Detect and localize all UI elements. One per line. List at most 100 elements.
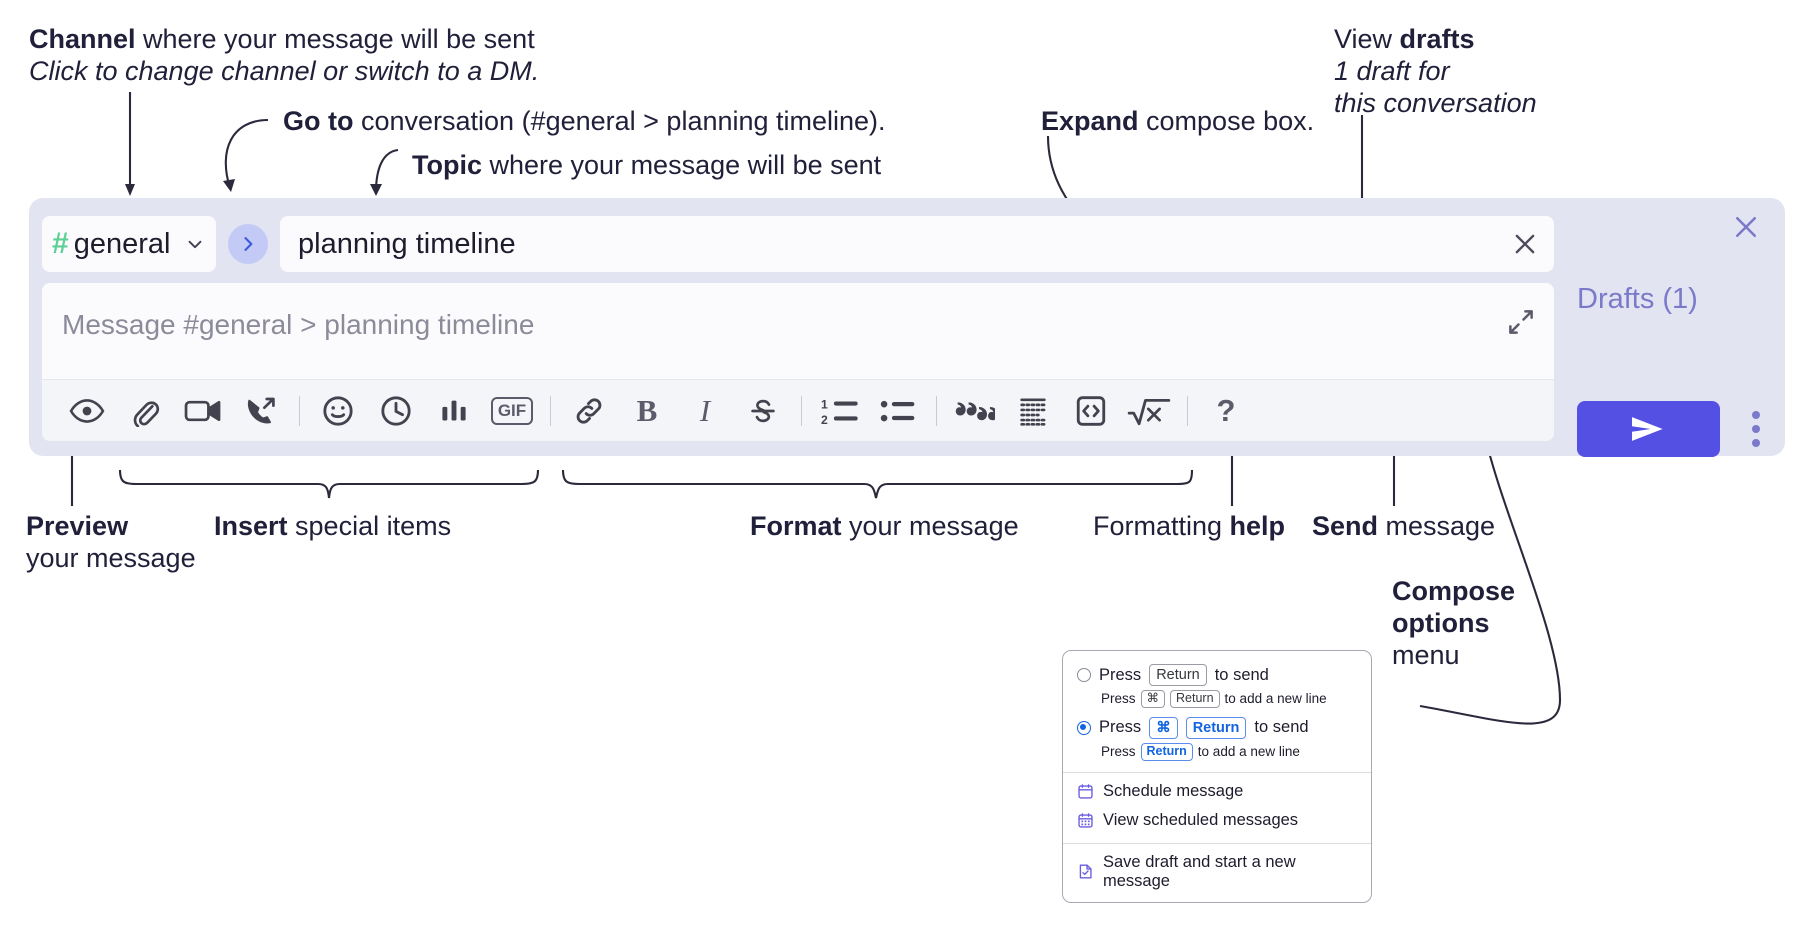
annotation-goto-rest: conversation (#general > planning timeli… <box>353 106 886 136</box>
annotation-goto: Go to conversation (#general > planning … <box>283 106 886 138</box>
annotation-send: Send message <box>1312 511 1495 543</box>
annotation-expand-rest: compose box. <box>1138 106 1315 136</box>
gif-label: GIF <box>490 396 534 425</box>
annotation-format: Format your message <box>750 511 1019 543</box>
send-button[interactable] <box>1577 401 1720 457</box>
radio1-pre: Press <box>1099 665 1142 684</box>
svg-text:2: 2 <box>821 412 828 425</box>
menu-divider <box>1063 771 1371 773</box>
chevron-down-icon <box>184 233 206 255</box>
italic-icon[interactable]: I <box>676 385 734 437</box>
compose-inner: # general planning timeline Message #gen… <box>42 213 1554 441</box>
annotation-drafts-italic1: 1 draft for <box>1334 55 1450 86</box>
topic-value: planning timeline <box>298 227 516 260</box>
menu-item-view-scheduled-messages[interactable]: View scheduled messages <box>1063 806 1371 835</box>
video-camera-icon[interactable] <box>174 385 232 437</box>
toolbar-separator <box>936 395 937 426</box>
annotation-channel-rest: where your message will be sent <box>135 24 535 54</box>
annotation-fh-bold: help <box>1229 511 1286 541</box>
annotation-insert-bold: Insert <box>214 511 288 541</box>
inline-code-icon[interactable] <box>1062 385 1120 437</box>
menu-item-label: View scheduled messages <box>1103 810 1299 829</box>
help-icon[interactable]: ? <box>1197 385 1255 437</box>
link-icon[interactable] <box>560 385 618 437</box>
expand-icon[interactable] <box>1504 305 1538 339</box>
radio1-post: to send <box>1214 665 1269 684</box>
menu-radio-return-to-send[interactable]: Press Return to send <box>1063 662 1371 688</box>
attachment-icon[interactable] <box>116 385 174 437</box>
channel-selector[interactable]: # general <box>42 216 216 272</box>
menu-radio-cmd-return-to-send[interactable]: Press ⌘ Return to send <box>1063 711 1371 741</box>
menu-radio-cmd-return-subtext: Press Return to add a new line <box>1063 741 1371 764</box>
annotation-topic-bold: Topic <box>412 150 482 180</box>
calendar-icon <box>1077 783 1094 800</box>
calendar-grid-icon <box>1077 812 1094 829</box>
toolbar-separator <box>299 395 300 426</box>
annotation-co-bold1: Compose <box>1392 576 1516 606</box>
topic-input[interactable]: planning timeline <box>280 216 1554 272</box>
key-command: ⌘ <box>1149 716 1178 739</box>
gif-icon[interactable]: GIF <box>483 385 541 437</box>
radio-button-selected[interactable] <box>1077 720 1091 735</box>
annotation-compose-options: Compose options menu <box>1392 576 1515 672</box>
formatting-toolbar: GIF B I <box>42 379 1554 441</box>
more-options-dot <box>1752 411 1760 419</box>
key-return: Return <box>1140 742 1193 761</box>
key-return: Return <box>1149 664 1207 687</box>
math-icon[interactable] <box>1120 385 1178 437</box>
more-options-dot <box>1752 439 1760 447</box>
toolbar-separator <box>801 395 802 426</box>
annotation-drafts-italic2: this conversation <box>1334 87 1537 118</box>
close-icon[interactable] <box>1510 229 1540 259</box>
menu-item-save-draft[interactable]: Save draft and start a new message <box>1063 848 1371 896</box>
annotation-send-rest: message <box>1378 511 1496 541</box>
annotation-topic: Topic where your message will be sent <box>412 150 881 182</box>
key-return: Return <box>1185 716 1247 739</box>
radio-button[interactable] <box>1077 668 1091 683</box>
code-block-icon[interactable] <box>1004 385 1062 437</box>
annotation-insert-rest: special items <box>287 511 452 541</box>
annotation-format-rest: your message <box>841 511 1019 541</box>
bulleted-list-icon[interactable] <box>869 385 927 437</box>
annotation-preview-rest: your message <box>26 542 196 573</box>
phone-forward-icon[interactable] <box>232 385 290 437</box>
svg-text:1: 1 <box>821 397 828 411</box>
annotation-channel-italic: Click to change channel or switch to a D… <box>29 55 540 86</box>
bold-icon[interactable]: B <box>618 385 676 437</box>
menu-radio-return-subtext: Press ⌘ Return to add a new line <box>1063 688 1371 711</box>
annotation-channel: Channel where your message will be sent … <box>29 24 539 88</box>
chevron-right-icon <box>244 237 253 251</box>
menu-item-label: Save draft and start a new message <box>1103 852 1296 890</box>
annotation-co-rest: menu <box>1392 639 1460 670</box>
compose-widget: Drafts (1) # general planning timeline <box>29 198 1785 457</box>
bold-label: B <box>636 392 658 428</box>
compose-options-button[interactable] <box>1742 406 1770 452</box>
radio2-sub-pre: Press <box>1101 744 1136 760</box>
annotation-formatting-help: Formatting help <box>1093 511 1285 543</box>
ordered-list-icon[interactable]: 1 2 <box>811 385 869 437</box>
annotation-preview: Preview your message <box>26 511 196 575</box>
preview-icon[interactable] <box>58 385 116 437</box>
close-icon[interactable] <box>1729 210 1763 244</box>
help-label: ? <box>1216 392 1236 428</box>
strikethrough-icon[interactable] <box>734 385 792 437</box>
menu-item-label: Schedule message <box>1103 781 1244 800</box>
compose-options-menu: Press Return to send Press ⌘ Return to a… <box>1062 650 1372 903</box>
annotation-goto-bold: Go to <box>283 106 354 136</box>
message-input-area[interactable]: Message #general > planning timeline <box>42 283 1554 441</box>
key-command: ⌘ <box>1140 690 1166 708</box>
channel-name: general <box>73 227 171 260</box>
drafts-link[interactable]: Drafts (1) <box>1577 283 1698 315</box>
key-return: Return <box>1170 690 1220 708</box>
annotation-send-bold: Send <box>1312 511 1379 541</box>
emoji-icon[interactable] <box>309 385 367 437</box>
radio2-post: to send <box>1254 718 1309 737</box>
radio1-sub-post: to add a new line <box>1224 691 1327 707</box>
clock-icon[interactable] <box>367 385 425 437</box>
annotation-expand-bold: Expand <box>1041 106 1139 136</box>
bar-chart-icon[interactable] <box>425 385 483 437</box>
menu-item-schedule-message[interactable]: Schedule message <box>1063 777 1371 806</box>
goto-conversation-button[interactable] <box>228 224 268 264</box>
annotation-drafts: View drafts 1 draft for this conversatio… <box>1334 24 1537 120</box>
blockquote-icon[interactable] <box>946 385 1004 437</box>
